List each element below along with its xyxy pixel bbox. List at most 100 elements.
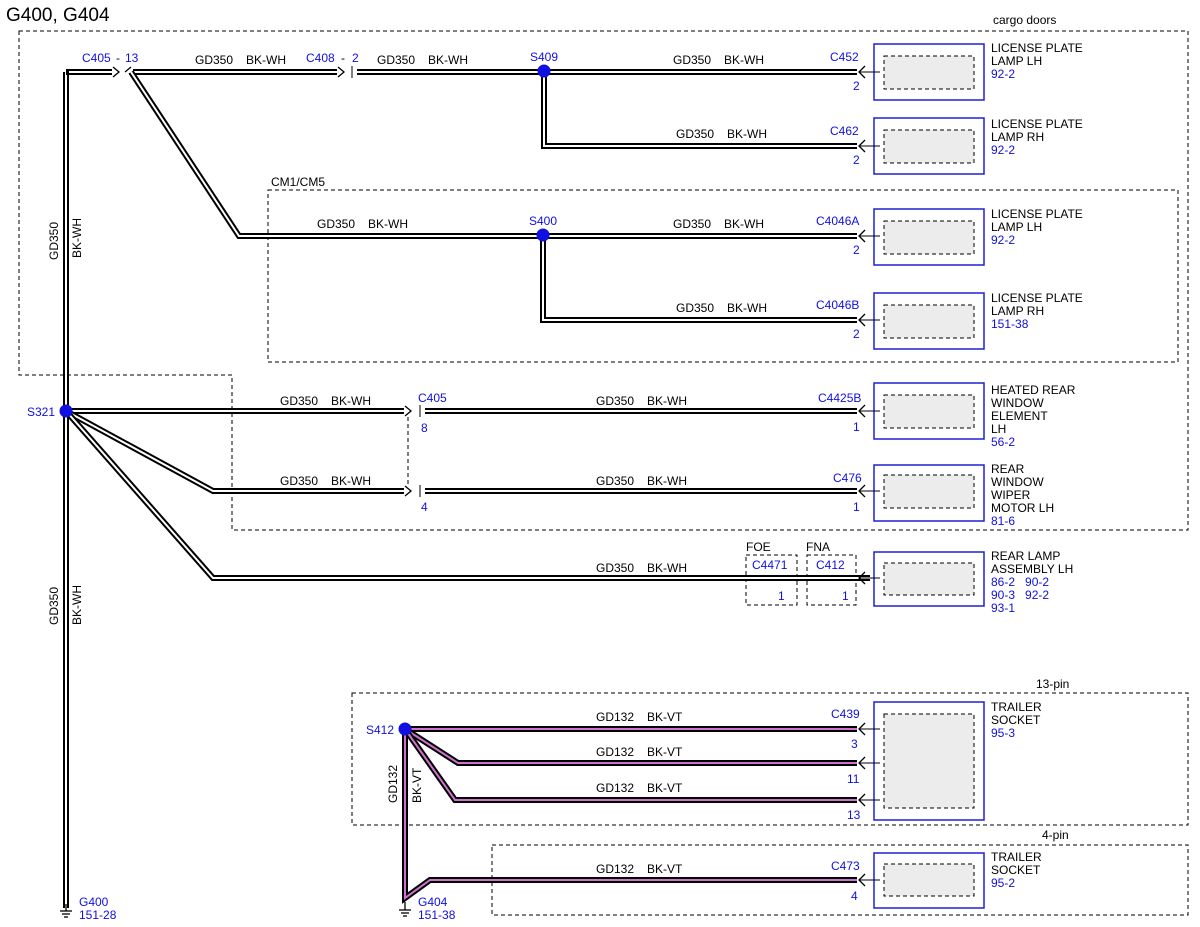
inline-connector-marks xyxy=(112,66,421,497)
wire-color-label: BK-WH xyxy=(246,53,286,67)
zone-label-foe: FOE xyxy=(746,540,771,554)
connector-c4471: C4471 xyxy=(752,558,788,572)
svg-text:C476: C476 xyxy=(833,471,862,485)
component-license-plate-lamp-lh-c452: C452 2 LICENSE PLATE LAMP LH 92-2 xyxy=(830,41,1083,101)
svg-text:REAR LAMP: REAR LAMP xyxy=(991,549,1060,563)
wire-color-label: BK-WH xyxy=(724,217,764,231)
svg-text:MOTOR LH: MOTOR LH xyxy=(991,501,1054,515)
svg-text:SOCKET: SOCKET xyxy=(991,713,1041,727)
wire-labels: GD350 BK-WH GD350 BK-WH GD350 BK-WH GD35… xyxy=(47,53,767,876)
svg-text:92-2: 92-2 xyxy=(991,143,1015,157)
svg-text:WIPER: WIPER xyxy=(991,488,1031,502)
wire-color-label: BK-WH xyxy=(368,217,408,231)
connector-c4471-pin: 1 xyxy=(778,589,785,603)
wire-color-label: BK-WH xyxy=(70,585,84,625)
wire-circuit-label: GD350 xyxy=(596,561,634,575)
connector-c405-top-pin: 13 xyxy=(125,51,139,65)
svg-text:C462: C462 xyxy=(830,124,859,138)
zone-cargo-doors xyxy=(18,30,1189,531)
connector-c405-mid-pin-8: 8 xyxy=(421,421,428,435)
svg-text:56-2: 56-2 xyxy=(991,435,1015,449)
wire-color-label: BK-VT xyxy=(647,781,683,795)
wire-color-label: BK-WH xyxy=(428,53,468,67)
component-trailer-socket-4-pin-c473: C473 4 TRAILER SOCKET 95-2 xyxy=(831,850,1042,909)
svg-text:LH: LH xyxy=(991,422,1006,436)
splice-label-s412: S412 xyxy=(366,723,394,737)
svg-text:2: 2 xyxy=(853,153,860,167)
connector-c408-dash: - xyxy=(341,51,345,65)
component-heated-rear-window-c4425b: C4425B 1 HEATED REAR WINDOW ELEMENT LH 5… xyxy=(818,382,1076,449)
svg-text:WINDOW: WINDOW xyxy=(991,396,1044,410)
connector-c405-mid-pin-4: 4 xyxy=(421,500,428,514)
wire-circuit-label: GD350 xyxy=(280,474,318,488)
svg-text:C4046A: C4046A xyxy=(816,214,859,228)
svg-text:C4425B: C4425B xyxy=(818,391,861,405)
wire-circuit-label: GD132 xyxy=(386,765,400,803)
svg-text:95-2: 95-2 xyxy=(991,876,1015,890)
wire-circuit-label: GD350 xyxy=(47,587,61,625)
connector-c412-pin: 1 xyxy=(842,589,849,603)
wire-color-label: BK-WH xyxy=(727,127,767,141)
wire-circuit-label: GD350 xyxy=(673,217,711,231)
svg-text:LICENSE PLATE: LICENSE PLATE xyxy=(991,291,1083,305)
connector-c405-dash: - xyxy=(116,51,120,65)
wires-gd350 xyxy=(63,69,870,908)
svg-text:HEATED REAR: HEATED REAR xyxy=(991,383,1076,397)
zone-label-cm: CM1/CM5 xyxy=(271,175,325,189)
zone-label-13-pin: 13-pin xyxy=(1036,677,1069,691)
wire-circuit-label: GD132 xyxy=(596,781,634,795)
svg-text:WINDOW: WINDOW xyxy=(991,475,1044,489)
wire-circuit-label: GD350 xyxy=(676,127,714,141)
svg-text:151-38: 151-38 xyxy=(991,317,1029,331)
zone-cm xyxy=(267,189,1179,363)
component-trailer-socket-13-pin-c439: C439 3 11 13 TRAILER SOCKET 95-3 xyxy=(831,700,1042,822)
svg-text:C452: C452 xyxy=(830,50,859,64)
svg-text:4: 4 xyxy=(851,889,858,903)
svg-text:151-38: 151-38 xyxy=(418,908,456,922)
diagram-title: G400, G404 xyxy=(6,5,110,26)
svg-text:95-3: 95-3 xyxy=(991,726,1015,740)
wire-color-label: BK-WH xyxy=(331,394,371,408)
wires-gd132 xyxy=(402,726,857,904)
svg-text:SOCKET: SOCKET xyxy=(991,863,1041,877)
svg-text:C473: C473 xyxy=(831,859,860,873)
wire-color-label: BK-WH xyxy=(724,53,764,67)
component-license-plate-lamp-lh-c4046a: C4046A 2 LICENSE PLATE LAMP LH 92-2 xyxy=(816,207,1083,266)
splice-s412 xyxy=(398,722,412,736)
splice-s409 xyxy=(537,64,551,78)
component-license-plate-lamp-rh-c4046b: C4046B 2 LICENSE PLATE LAMP RH 151-38 xyxy=(816,291,1083,350)
connector-c405-top: C405 xyxy=(82,51,111,65)
wire-color-label: BK-WH xyxy=(647,561,687,575)
connector-c405-mid: C405 xyxy=(418,391,447,405)
component-license-plate-lamp-rh-c462: C462 2 LICENSE PLATE LAMP RH 92-2 xyxy=(830,117,1083,175)
component-rear-lamp-assembly-lh: REAR LAMP ASSEMBLY LH 86-2 90-2 90-3 92-… xyxy=(858,549,1073,615)
ground-g400: G400 151-28 xyxy=(60,895,117,922)
wire-circuit-label: GD350 xyxy=(317,217,355,231)
svg-text:92-2: 92-2 xyxy=(991,67,1015,81)
svg-text:90-3 92-2: 90-3 92-2 xyxy=(991,588,1049,602)
wire-color-label: BK-WH xyxy=(727,301,767,315)
trailer-pin-13: 13 xyxy=(847,808,861,822)
wire-circuit-label: GD350 xyxy=(47,222,61,260)
wire-color-label: BK-VT xyxy=(647,745,683,759)
wire-circuit-label: GD350 xyxy=(596,394,634,408)
svg-text:TRAILER: TRAILER xyxy=(991,700,1042,714)
connector-c408-pin: 2 xyxy=(352,51,359,65)
wire-circuit-label: GD132 xyxy=(596,745,634,759)
connector-c412: C412 xyxy=(816,558,845,572)
svg-text:86-2 90-2: 86-2 90-2 xyxy=(991,575,1049,589)
wire-color-label: BK-WH xyxy=(70,218,84,258)
zone-13-pin xyxy=(351,692,1189,826)
wire-color-label: BK-WH xyxy=(331,474,371,488)
svg-text:LAMP RH: LAMP RH xyxy=(991,304,1044,318)
svg-text:LAMP LH: LAMP LH xyxy=(991,220,1042,234)
zone-label-fna: FNA xyxy=(806,540,830,554)
wire-color-label: BK-VT xyxy=(410,767,424,803)
svg-text:LAMP RH: LAMP RH xyxy=(991,130,1044,144)
svg-text:LICENSE PLATE: LICENSE PLATE xyxy=(991,41,1083,55)
wire-circuit-label: GD350 xyxy=(280,394,318,408)
svg-text:2: 2 xyxy=(853,327,860,341)
svg-text:2: 2 xyxy=(853,243,860,257)
splice-label-s400: S400 xyxy=(529,214,557,228)
